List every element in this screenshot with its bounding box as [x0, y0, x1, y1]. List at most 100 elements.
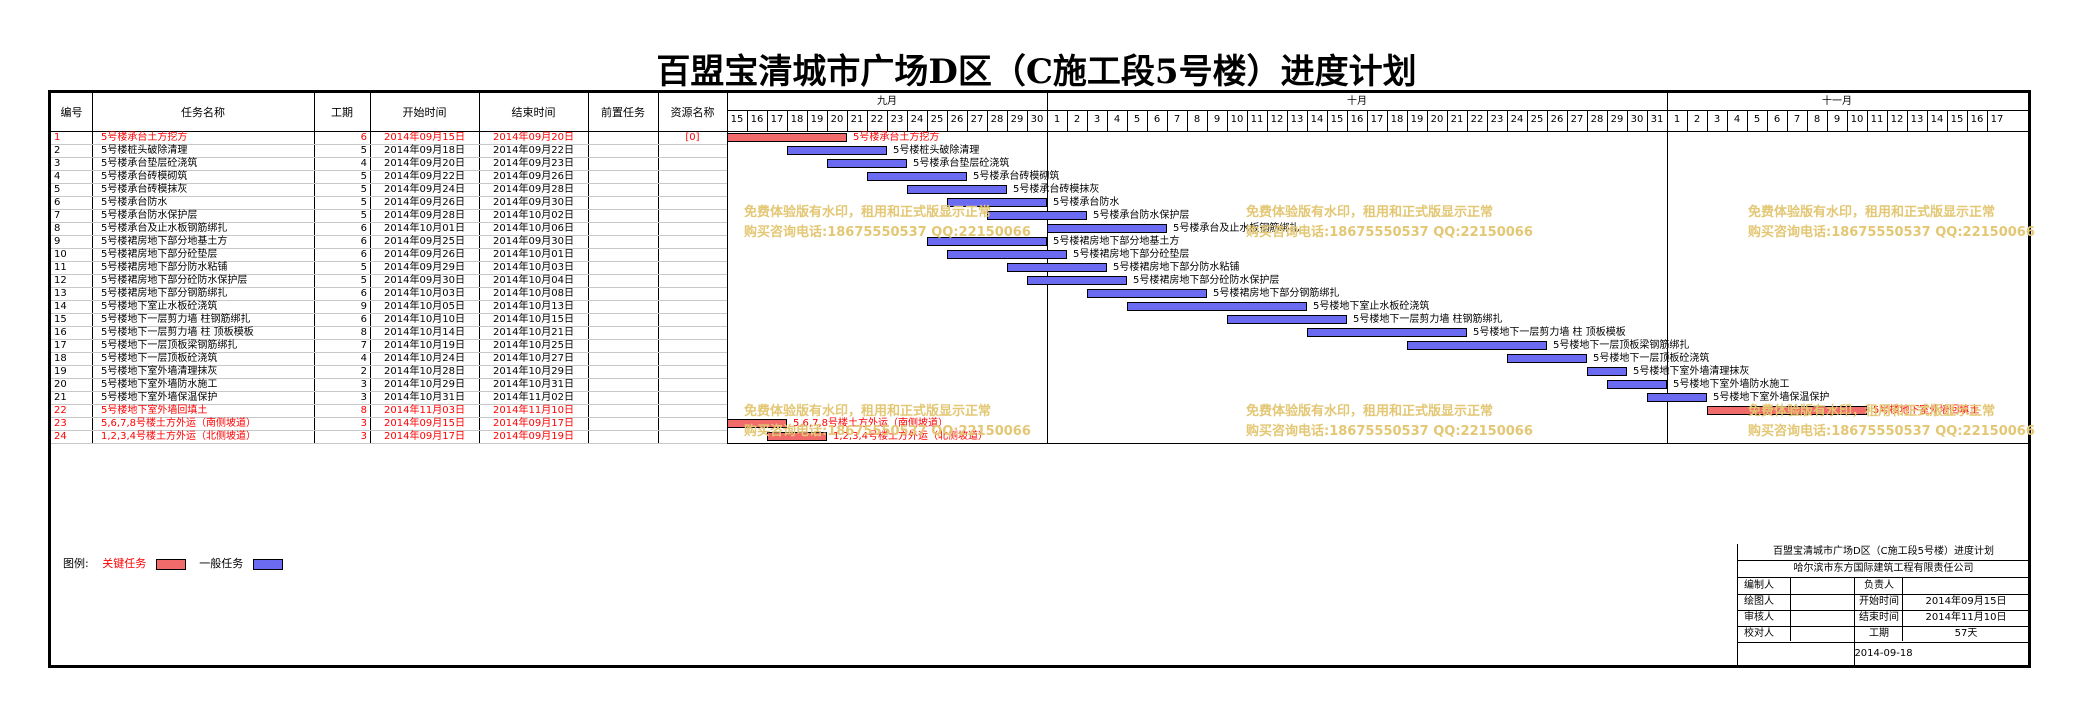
- task-end: 2014年10月31日: [493, 379, 574, 390]
- day-label: 31: [1650, 114, 1664, 125]
- task-name: 5号楼承台土方挖方: [101, 132, 188, 143]
- day-label: 9: [1213, 114, 1221, 125]
- task-id: 22: [54, 405, 67, 416]
- task-bar[interactable]: [827, 159, 907, 168]
- task-start: 2014年09月30日: [384, 275, 465, 286]
- task-name: 5号楼地下室外墙清理抹灰: [101, 366, 218, 377]
- task-bar[interactable]: [927, 237, 1047, 246]
- task-duration: 8: [360, 405, 367, 416]
- task-start: 2014年10月31日: [384, 392, 465, 403]
- task-bar[interactable]: [1507, 354, 1587, 363]
- day-label: 2: [1073, 114, 1081, 125]
- day-divider: [787, 111, 788, 131]
- info-key: 绘图人: [1744, 596, 1774, 607]
- task-bar[interactable]: [727, 133, 847, 142]
- task-bar[interactable]: [1087, 289, 1207, 298]
- info-key: 开始时间: [1859, 596, 1899, 607]
- task-end: 2014年10月02日: [493, 210, 574, 221]
- task-end: 2014年09月28日: [493, 184, 574, 195]
- task-bar[interactable]: [1407, 341, 1547, 350]
- row-divider: [51, 430, 727, 431]
- task-bar[interactable]: [1227, 315, 1347, 324]
- day-divider: [1547, 111, 1548, 131]
- task-end: 2014年09月22日: [493, 145, 574, 156]
- task-resource: [0]: [685, 132, 700, 143]
- task-bar[interactable]: [1607, 380, 1667, 389]
- task-bar-label: 5号楼裙房地下部分地基土方: [1053, 236, 1180, 247]
- day-divider: [1367, 111, 1368, 131]
- task-bar[interactable]: [1307, 328, 1467, 337]
- day-divider: [1247, 111, 1248, 131]
- task-end: 2014年10月06日: [493, 223, 574, 234]
- row-divider: [51, 157, 727, 158]
- task-name: 5号楼地下一层顶板梁钢筋绑扎: [101, 340, 238, 351]
- row-divider: [51, 365, 727, 366]
- task-duration: 6: [360, 249, 367, 260]
- task-duration: 4: [360, 353, 367, 364]
- task-duration: 3: [360, 418, 367, 429]
- task-end: 2014年10月04日: [493, 275, 574, 286]
- task-end: 2014年10月01日: [493, 249, 574, 260]
- task-bar[interactable]: [1027, 276, 1127, 285]
- task-bar[interactable]: [787, 146, 887, 155]
- info-block: 百盟宝清城市广场D区（C施工段5号楼）进度计划 哈尔滨市东方国际建筑工程有限责任…: [1737, 544, 2029, 665]
- column-divider: [588, 93, 589, 443]
- task-bar[interactable]: [767, 432, 827, 441]
- day-divider: [1627, 111, 1628, 131]
- task-name: 5号楼裙房地下部分砼垫层: [101, 249, 218, 260]
- task-bar-label: 1,2,3,4号楼土方外运（北侧坡道）: [833, 431, 988, 442]
- task-name: 5号楼承台防水: [101, 197, 168, 208]
- row-divider: [51, 261, 727, 262]
- day-divider: [1767, 111, 1768, 131]
- task-start: 2014年09月24日: [384, 184, 465, 195]
- task-bar[interactable]: [987, 211, 1087, 220]
- task-name: 5号楼裙房地下部分钢筋绑扎: [101, 288, 228, 299]
- task-id: 16: [54, 327, 67, 338]
- task-bar[interactable]: [947, 250, 1067, 259]
- task-bar[interactable]: [1707, 406, 1867, 415]
- task-bar[interactable]: [1047, 224, 1167, 233]
- day-divider: [867, 111, 868, 131]
- task-bar[interactable]: [1127, 302, 1307, 311]
- day-label: 1: [1053, 114, 1061, 125]
- task-bar[interactable]: [907, 185, 1007, 194]
- task-bar[interactable]: [1587, 367, 1627, 376]
- watermark: 免费体验版有水印，租用和正式版显示正常购买咨询电话:18675550537 QQ…: [1246, 205, 1533, 240]
- task-bar-label: 5,6,7,8号楼土方外运（南侧坡道）: [793, 418, 948, 429]
- task-bar[interactable]: [867, 172, 967, 181]
- col-header-predecessor: 前置任务: [601, 106, 645, 119]
- task-bar[interactable]: [947, 198, 1047, 207]
- task-id: 11: [54, 262, 67, 273]
- task-bar-label: 5号楼地下室外墙清理抹灰: [1633, 366, 1750, 377]
- day-label: 11: [1250, 114, 1264, 125]
- task-bar[interactable]: [727, 419, 787, 428]
- row-divider: [51, 209, 727, 210]
- task-bar[interactable]: [1647, 393, 1707, 402]
- task-duration: 6: [360, 314, 367, 325]
- day-label: 28: [990, 114, 1004, 125]
- task-duration: 4: [360, 158, 367, 169]
- task-duration: 6: [360, 132, 367, 143]
- task-start: 2014年09月15日: [384, 418, 465, 429]
- day-divider: [1807, 111, 1808, 131]
- day-label: 8: [1813, 114, 1821, 125]
- row-divider: [51, 287, 727, 288]
- task-bar-label: 5号楼桩头破除清理: [893, 145, 980, 156]
- info-date: 2014-09-18: [1854, 648, 1913, 659]
- col-header-duration: 工期: [331, 106, 353, 119]
- column-divider: [314, 93, 315, 443]
- day-label: 24: [910, 114, 924, 125]
- task-bar[interactable]: [1007, 263, 1107, 272]
- task-duration: 5: [360, 184, 367, 195]
- day-label: 28: [1590, 114, 1604, 125]
